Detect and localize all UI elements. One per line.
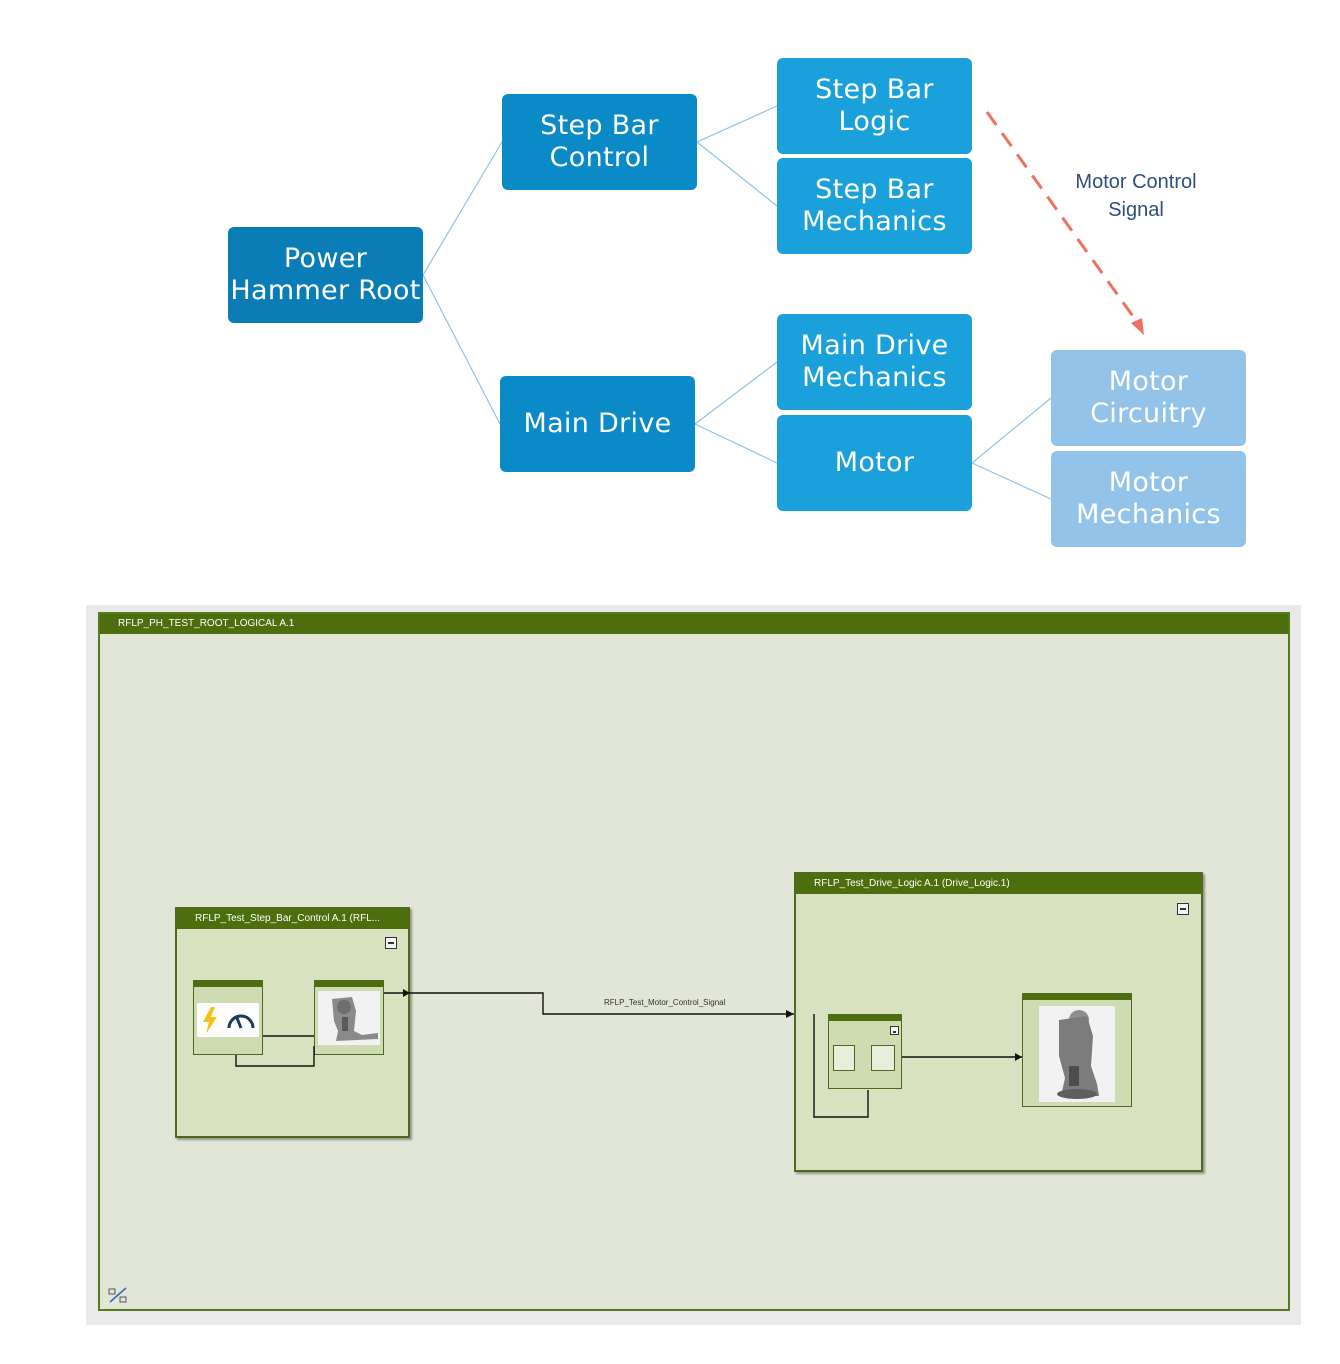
node-step-bar-mechanics[interactable]: Step Bar Mechanics [777,158,972,254]
node-motor-mechanics[interactable]: Motor Mechanics [1051,451,1246,547]
motor-control-signal-wire-label: RFLP_Test_Motor_Control_Signal [604,998,726,1007]
power-hammer-image [1039,1006,1115,1102]
node-step-bar-logic[interactable]: Step Bar Logic [777,58,972,154]
collapse-icon[interactable] [1177,903,1189,915]
collapse-icon[interactable] [385,937,397,949]
motor-link-icon [871,1045,895,1071]
main-drive-mechanics-sub-block[interactable] [1022,993,1132,1107]
node-motor[interactable]: Motor [777,415,972,511]
sub-block-header [1023,994,1131,1000]
sub-block-header [829,1015,901,1021]
gauge-icon [227,1014,255,1029]
node-main-drive-mechanics[interactable]: Main Drive Mechanics [777,314,972,410]
node-step-bar-control[interactable]: Step Bar Control [502,94,697,190]
logic-icons-panel [197,1003,259,1037]
lightning-icon [203,1007,217,1034]
node-main-drive[interactable]: Main Drive [500,376,695,472]
motor-circuit-icon [833,1045,855,1071]
sub-block-header [194,981,262,987]
drive-logic-sub-block[interactable] [828,1014,902,1089]
step-bar-control-title: RFLP_Test_Step_Bar_Control A.1 (RFL... [177,909,408,929]
sub-block-header [315,981,383,987]
step-bar-logic-sub-block[interactable] [193,980,263,1055]
node-power-hammer-root[interactable]: Power Hammer Root [228,227,423,323]
diagram-layout-icon[interactable] [108,1286,128,1304]
drive-logic-title: RFLP_Test_Drive_Logic A.1 (Drive_Logic.1… [796,874,1201,894]
power-hammer-image [318,991,380,1045]
motor-control-signal-label: Motor Control Signal [1075,171,1197,221]
step-bar-mechanics-sub-block[interactable] [314,980,384,1055]
collapse-icon[interactable] [890,1026,899,1035]
root-logical-title: RFLP_PH_TEST_ROOT_LOGICAL A.1 [100,614,1288,634]
node-motor-circuitry[interactable]: Motor Circuitry [1051,350,1246,446]
